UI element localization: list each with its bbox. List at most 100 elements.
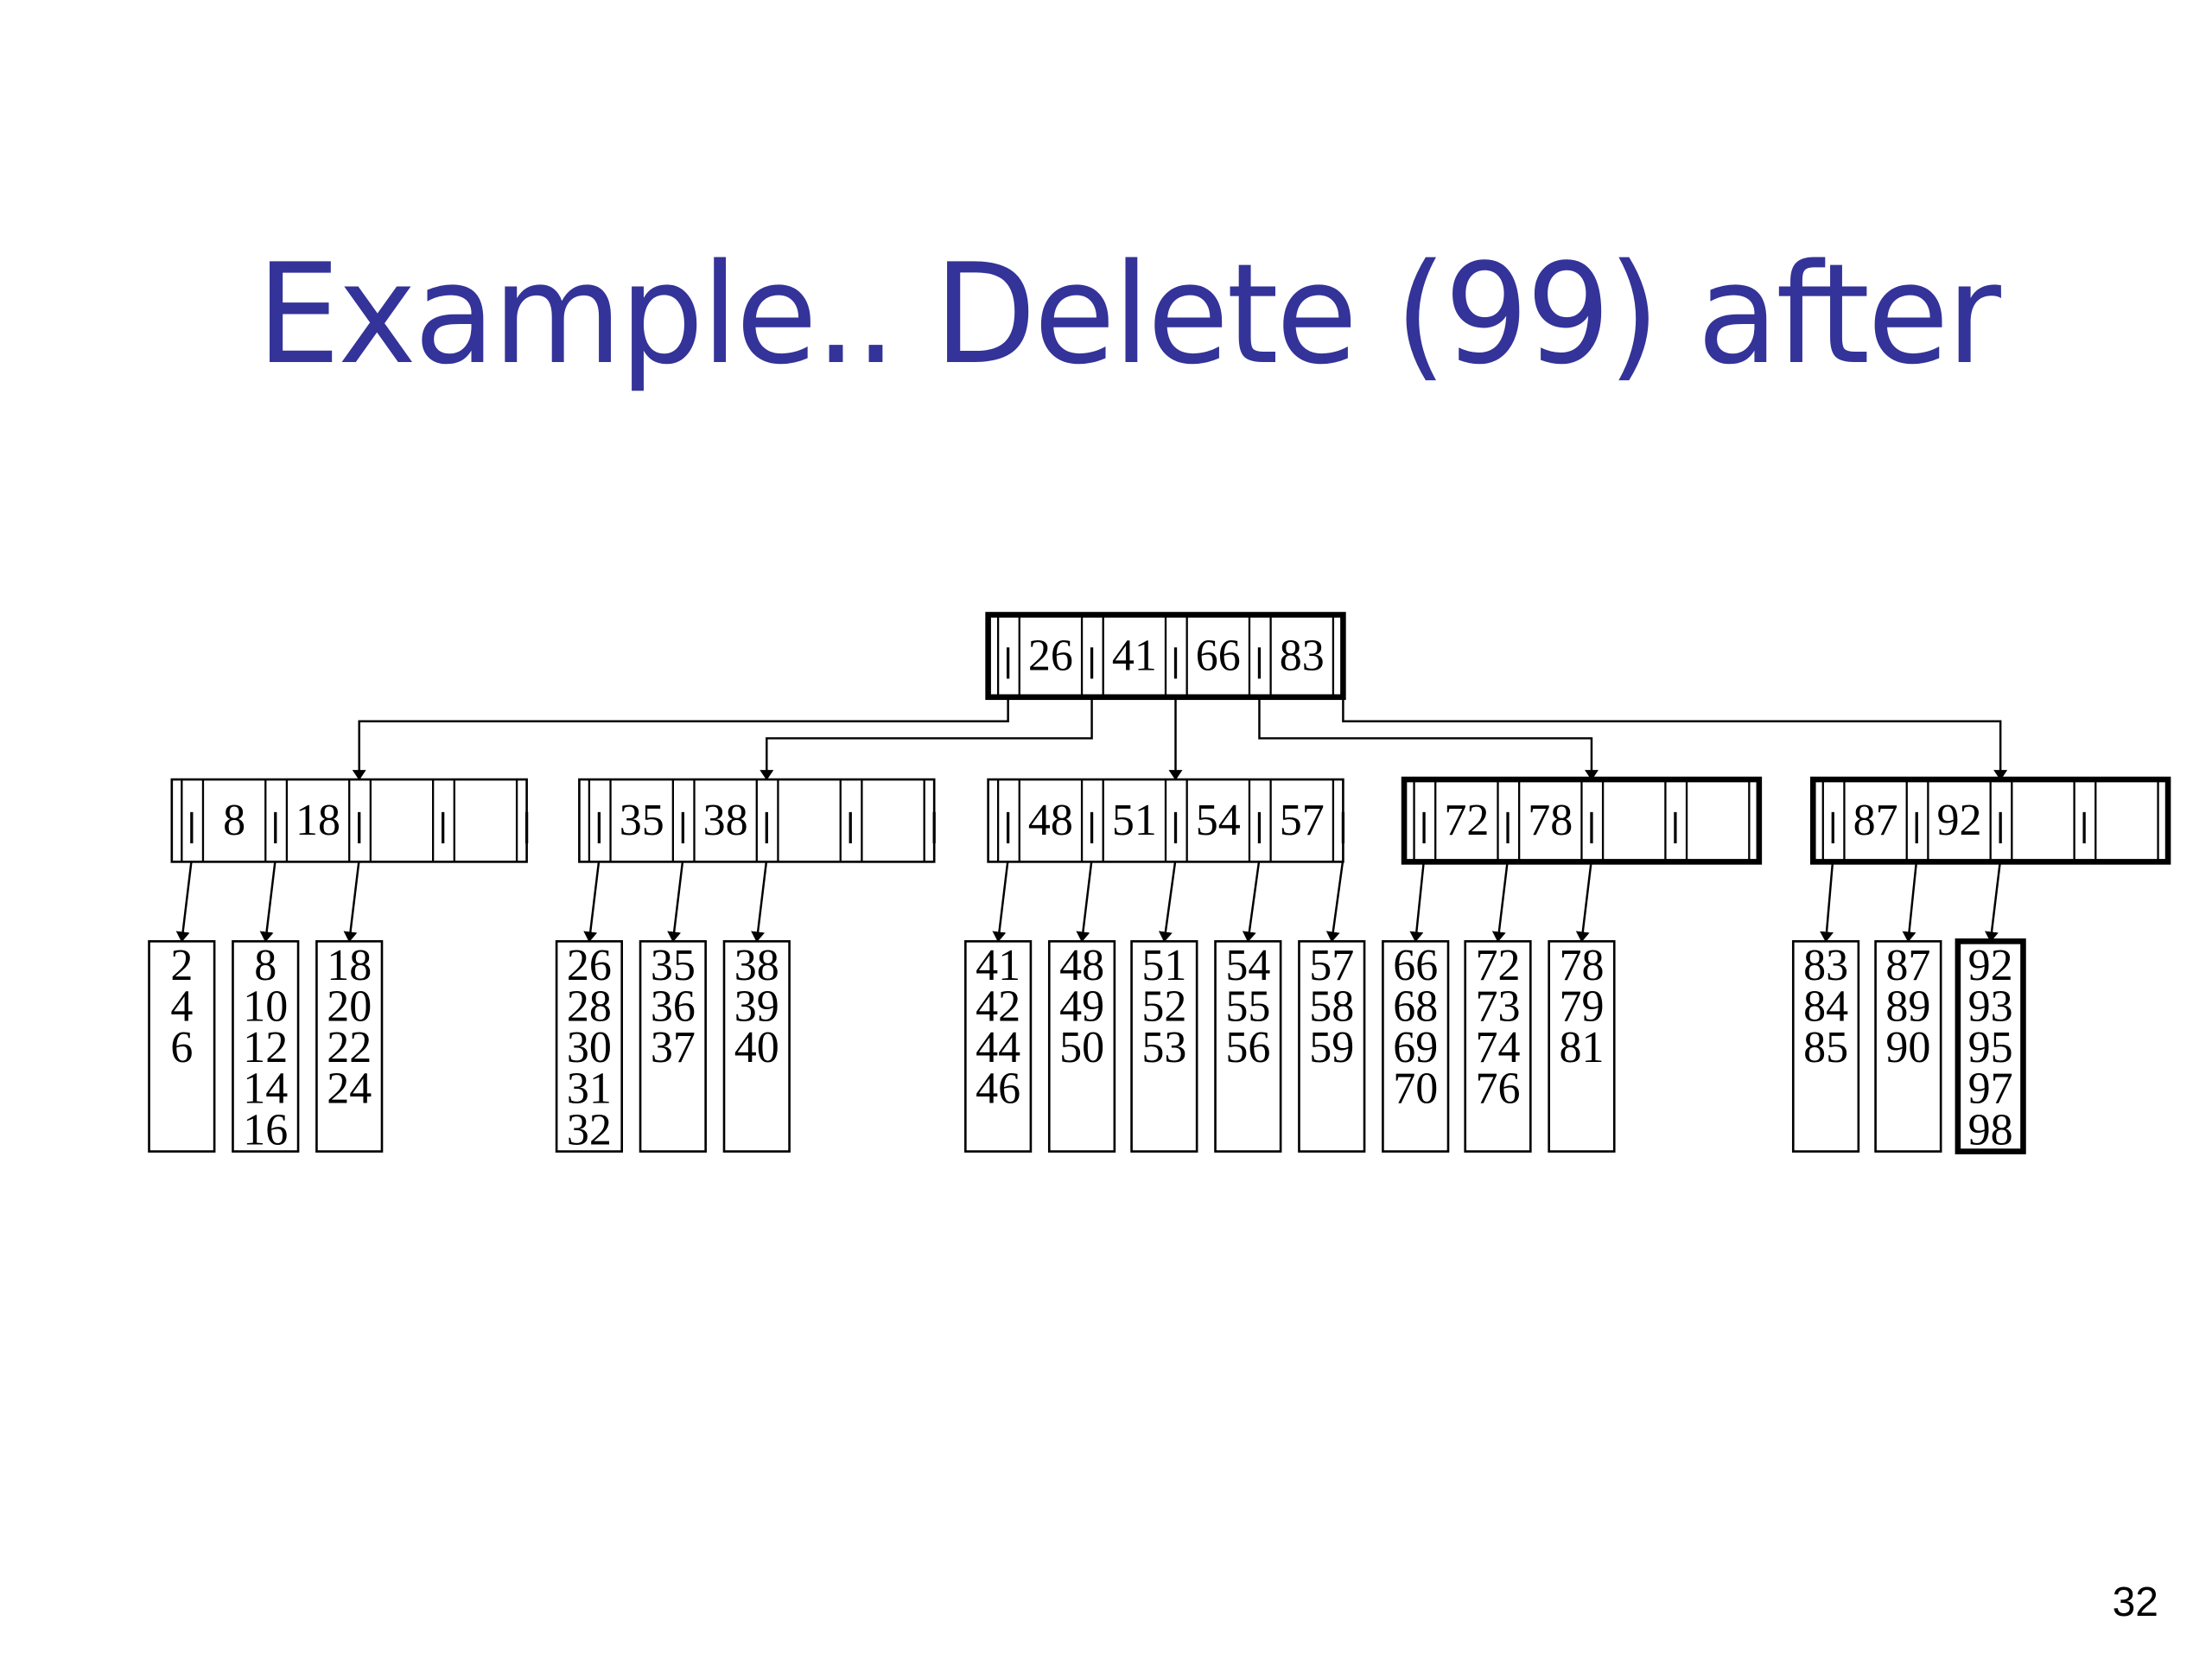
leaf-key: 28	[567, 982, 612, 1031]
leaf-key: 32	[567, 1105, 612, 1154]
leaf-key: 44	[976, 1023, 1020, 1072]
tree-edge	[1575, 858, 1593, 943]
tree-edge	[343, 858, 360, 943]
leaf-node: 246	[148, 940, 216, 1153]
leaf-level: 2468101214161820222426283031323536373839…	[148, 938, 2026, 1154]
leaf-key: 58	[1309, 982, 1354, 1031]
tree-edge	[352, 694, 1009, 781]
tree-edge	[667, 858, 684, 943]
internal-node-key: 54	[1196, 796, 1241, 845]
leaf-node-frame	[964, 940, 1033, 1153]
leaf-node-frame	[1955, 938, 2026, 1154]
internal-node-key: 57	[1280, 796, 1325, 845]
leaf-key: 66	[1393, 941, 1438, 990]
leaf-key: 35	[651, 941, 696, 990]
leaf-key: 92	[1968, 941, 2013, 990]
leaf-key: 72	[1476, 941, 1521, 990]
leaf-key: 89	[1885, 982, 1930, 1031]
leaf-key: 38	[734, 941, 779, 990]
internal-node-key: 78	[1528, 796, 1573, 845]
internal-node-key: 38	[703, 796, 748, 845]
tree-edge	[259, 858, 276, 943]
leaf-node-frame	[1548, 940, 1616, 1153]
leaf-key: 10	[243, 982, 288, 1031]
leaf-key: 6	[170, 1023, 193, 1072]
leaf-node-frame	[555, 940, 624, 1153]
tree-edge	[760, 694, 1093, 781]
leaf-key: 69	[1393, 1023, 1438, 1072]
leaf-key: 84	[1803, 982, 1848, 1031]
leaf-key: 50	[1059, 1023, 1104, 1072]
leaf-node-frame	[1130, 940, 1198, 1153]
root-node-box-key: 66	[1196, 632, 1241, 681]
root-node-box-key: 41	[1112, 632, 1157, 681]
leaf-node-frame	[1464, 940, 1532, 1153]
leaf-key: 59	[1309, 1023, 1354, 1072]
leaf-key: 93	[1968, 982, 2013, 1031]
leaf-key: 48	[1059, 941, 1104, 990]
tree-edge	[1985, 858, 2002, 943]
slide-title: Example.. Delete (99) after	[256, 233, 2001, 395]
tree-edge	[1325, 858, 1344, 943]
leaf-key: 53	[1141, 1023, 1186, 1072]
leaf-key: 70	[1393, 1065, 1438, 1114]
leaf-key: 55	[1225, 982, 1270, 1031]
internal-node-key: 18	[296, 796, 340, 845]
internal-node: 72 78	[1401, 776, 1763, 865]
internal-node-key: 72	[1444, 796, 1489, 845]
internal-node-key: 87	[1853, 796, 1898, 845]
leaf-key: 14	[243, 1065, 288, 1114]
leaf-node-frame	[148, 940, 216, 1153]
tree-edge	[1820, 858, 1834, 943]
leaf-key: 40	[734, 1023, 779, 1072]
leaf-key: 39	[734, 982, 779, 1031]
leaf-key: 85	[1803, 1023, 1848, 1072]
leaf-key: 78	[1559, 941, 1604, 990]
leaf-node-frame	[1791, 940, 1860, 1153]
leaf-node-frame	[315, 940, 384, 1153]
root-node-box-key: 26	[1028, 632, 1073, 681]
leaf-key: 30	[567, 1023, 612, 1072]
tree-edge	[583, 858, 601, 943]
leaf-key: 37	[651, 1023, 696, 1072]
leaf-key: 54	[1225, 941, 1270, 990]
internal-node-key: 48	[1028, 796, 1073, 845]
leaf-node-frame	[639, 940, 707, 1153]
leaf-key: 31	[567, 1065, 612, 1114]
leaf-key: 49	[1059, 982, 1104, 1031]
leaf-key: 95	[1968, 1023, 2013, 1072]
tree-edge	[1242, 858, 1261, 943]
internal-node-key: 35	[620, 796, 664, 845]
tree-edge	[1491, 858, 1510, 943]
leaf-key: 98	[1968, 1105, 2013, 1154]
leaf-key: 8	[254, 941, 276, 990]
leaf-node-frame	[1382, 940, 1450, 1153]
leaf-key: 16	[243, 1105, 288, 1154]
tree-edge	[751, 858, 768, 943]
leaf-key: 41	[976, 941, 1020, 990]
tree-edge	[1409, 858, 1426, 943]
tree-edge	[1076, 858, 1093, 943]
tree-edges	[175, 694, 2008, 943]
leaf-key: 46	[976, 1065, 1020, 1114]
leaf-key: 51	[1141, 941, 1186, 990]
